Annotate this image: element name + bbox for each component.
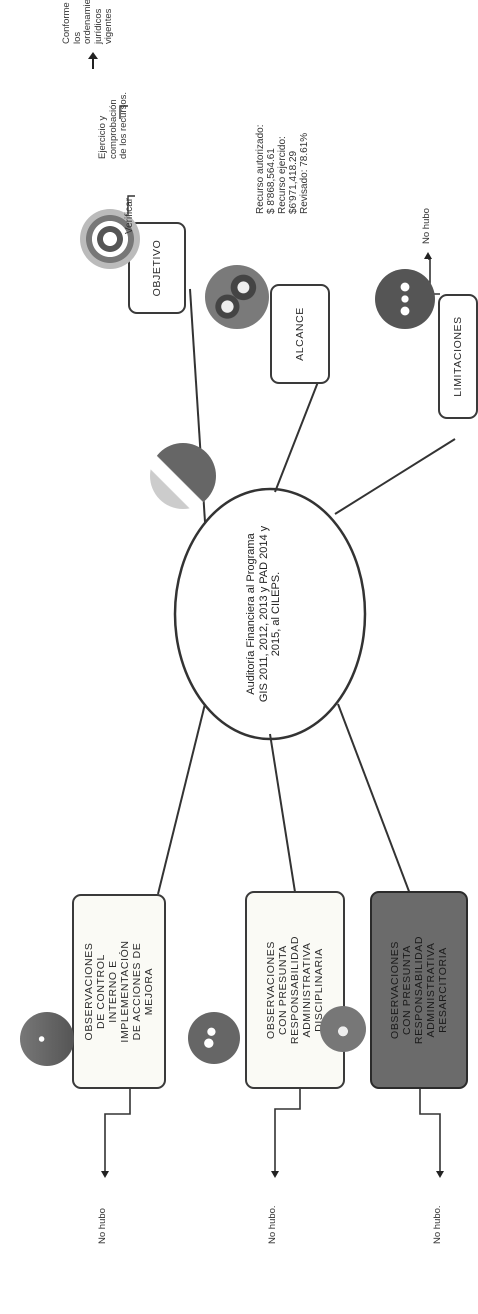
control-interno-label: OBSERVACIONES DE CONTROL INTERNO E IMPLE… [83, 940, 155, 1043]
resarcitoria-box: OBSERVACIONES CON PRESUNTA RESPONSABILID… [370, 891, 468, 1089]
connector-verificar [127, 195, 135, 219]
disciplinaria-result: No hubo. [267, 1205, 278, 1244]
control-result: No hubo [97, 1208, 108, 1244]
spoke-disciplinaria [269, 733, 296, 893]
connector-disciplinaria [274, 1089, 301, 1174]
connector-ejercicio [119, 105, 128, 119]
control-interno-box: OBSERVACIONES DE CONTROL INTERNO E IMPLE… [72, 894, 166, 1089]
gears-icon [205, 265, 269, 329]
alcance-box: ALCANCE [270, 284, 330, 384]
disciplinaria-label: OBSERVACIONES CON PRESUNTA RESPONSABILID… [265, 935, 325, 1045]
verificar-label: Verificar [124, 197, 135, 234]
disciplinaria-box: OBSERVACIONES CON PRESUNTA RESPONSABILID… [245, 891, 345, 1089]
people-icon [188, 1012, 240, 1064]
spoke-resarcitoria [337, 703, 411, 895]
traffic-light-icon [375, 269, 435, 329]
objetivo-top-text: Conforme a los ordenamientos jurídicos v… [61, 0, 114, 44]
connector-control [104, 1089, 131, 1174]
limitaciones-box: LIMITACIONES [438, 294, 478, 419]
center-title: Auditoría Financiera al Programa GIS 201… [245, 525, 282, 703]
resarcitoria-label: OBSERVACIONES CON PRESUNTA RESPONSABILID… [389, 935, 449, 1045]
handshake-icon [320, 1006, 366, 1052]
limitaciones-result: No hubo [421, 208, 432, 244]
limitaciones-label: LIMITACIONES [452, 316, 464, 397]
resarcitoria-result: No hubo. [432, 1205, 443, 1244]
spoke-alcance [274, 363, 326, 493]
connector-resarcitoria [419, 1089, 441, 1174]
document-pen-icon [150, 443, 216, 509]
objetivo-bottom-text: Ejercicio y comprobación de los recursos… [97, 91, 129, 159]
arrow-up-head [88, 52, 98, 59]
spoke-limitaciones [334, 438, 456, 515]
alcance-label: ALCANCE [294, 307, 306, 361]
spoke-control [157, 703, 206, 895]
objetivo-label: OBJETIVO [151, 239, 163, 297]
alcance-text: Recurso autorizado: $ 8'868,564.61 Recur… [255, 124, 310, 215]
scales-icon [20, 1012, 74, 1066]
